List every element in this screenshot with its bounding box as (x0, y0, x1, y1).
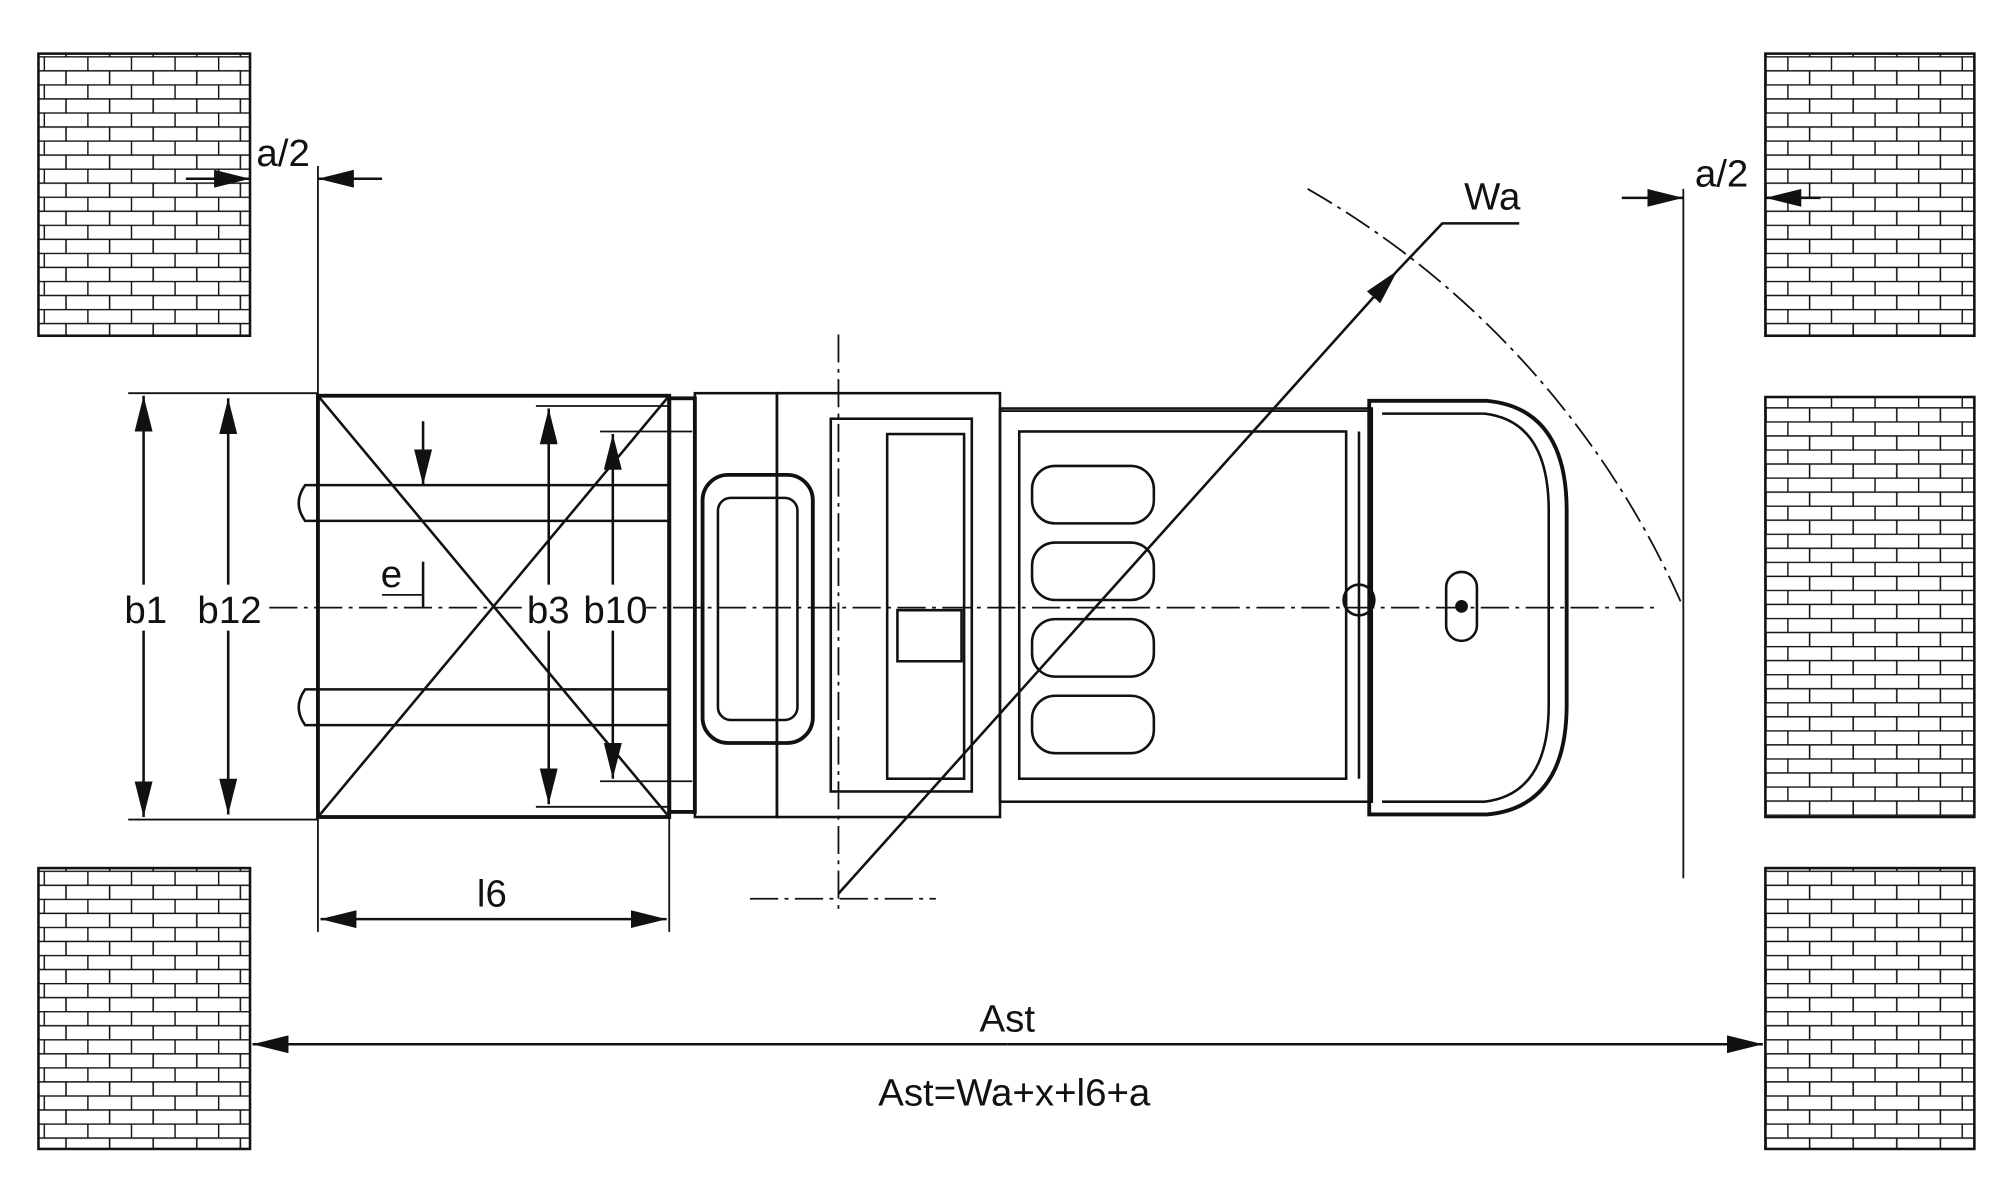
label-e: e (381, 553, 402, 596)
fork-upper (297, 483, 670, 523)
turning-radius: Wa (837, 175, 1685, 895)
rack-middle-right (1764, 395, 1976, 819)
label-wa: Wa (1464, 175, 1521, 218)
label-l6: l6 (477, 872, 507, 915)
rack-top-left (37, 52, 252, 338)
width-dimensions: b1 b12 e b3 b10 (120, 392, 693, 821)
rack-bottom-left (37, 866, 252, 1151)
rack-bottom-right (1764, 866, 1976, 1151)
dimension-ast: Ast Ast=Wa+x+l6+a (252, 998, 1763, 1115)
label-a-half-right: a/2 (1695, 152, 1748, 195)
label-b1: b1 (124, 589, 167, 632)
rack-walls (37, 52, 1976, 1151)
label-a-half-left: a/2 (256, 132, 309, 175)
rack-top-right (1764, 52, 1976, 338)
label-ast: Ast (979, 998, 1035, 1041)
dimension-a-half-right: a/2 (1621, 152, 1821, 879)
label-b12: b12 (197, 589, 261, 632)
dimension-a-half-left: a/2 (185, 132, 383, 396)
label-b10: b10 (583, 589, 647, 632)
label-b3: b3 (527, 589, 570, 632)
forklift-truck (667, 391, 1569, 819)
fork-lower (297, 688, 670, 727)
ast-formula: Ast=Wa+x+l6+a (878, 1072, 1151, 1115)
dimension-l6: l6 (317, 817, 671, 932)
